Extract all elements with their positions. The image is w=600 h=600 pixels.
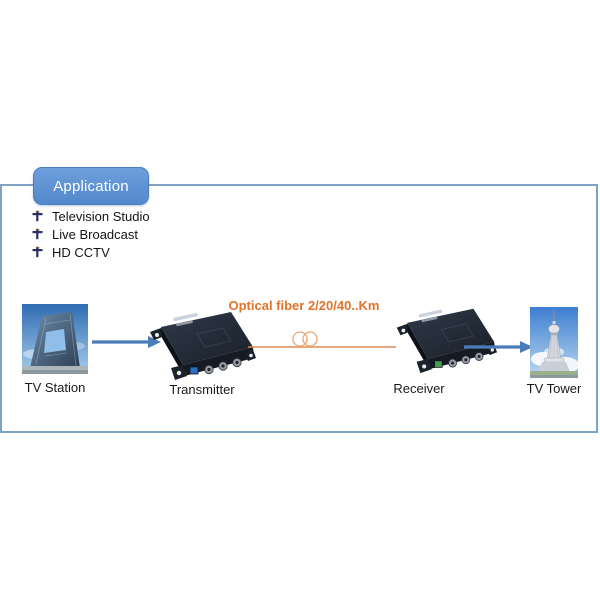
list-item: HD CCTV	[32, 243, 150, 261]
transmitter-device	[150, 312, 256, 380]
dart-bullet-icon	[32, 210, 43, 222]
right-arrow-icon	[92, 336, 161, 348]
application-tab: Application	[33, 167, 149, 205]
application-tab-label: Application	[53, 177, 129, 195]
bullet-label: Live Broadcast	[52, 226, 138, 242]
transmitter-label: Transmitter	[169, 382, 235, 397]
fiber-coil-icon	[248, 331, 396, 348]
list-item: Live Broadcast	[32, 225, 150, 243]
bullet-label: Television Studio	[52, 208, 150, 224]
dart-bullet-icon	[32, 228, 43, 240]
receiver-label: Receiver	[393, 381, 445, 396]
application-panel-frame	[0, 184, 598, 433]
tv-tower-label: TV Tower	[526, 381, 582, 396]
dart-bullet-icon	[32, 246, 43, 258]
bullet-label: HD CCTV	[52, 244, 110, 260]
tv-station-label: TV Station	[24, 380, 86, 395]
application-bullet-list: Television Studio Live Broadcast HD CCTV	[32, 207, 150, 261]
fiber-distance-label: Optical fiber 2/20/40..Km	[228, 298, 380, 313]
list-item: Television Studio	[32, 207, 150, 225]
tv-tower-photo	[530, 307, 578, 378]
right-arrow-icon	[464, 341, 533, 353]
tv-station-photo	[22, 304, 88, 374]
